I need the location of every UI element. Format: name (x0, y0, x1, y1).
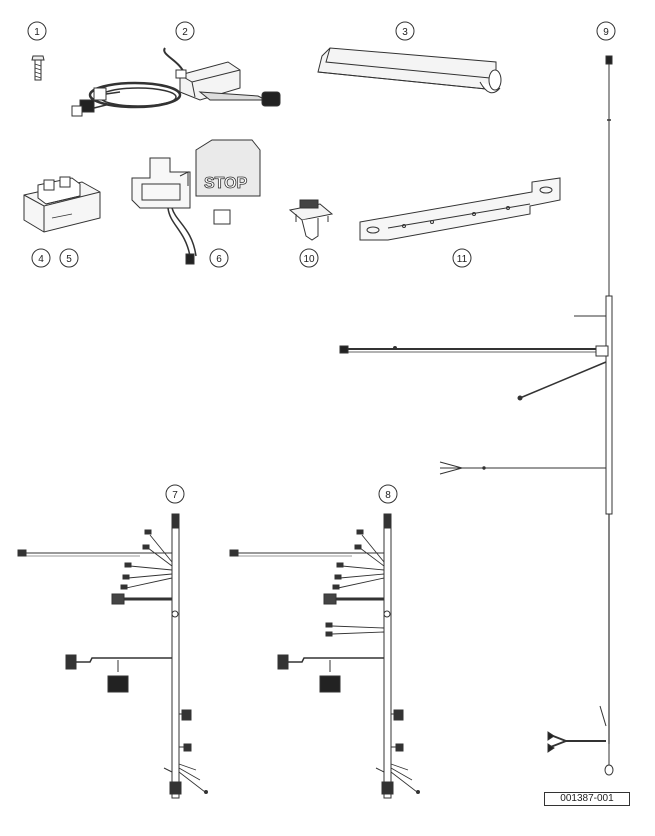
svg-text:11: 11 (457, 254, 468, 265)
figure-reference-number: 001387-001 (544, 792, 630, 806)
callout-7: 7 (165, 484, 185, 504)
svg-text:7: 7 (172, 490, 178, 501)
callout-2: 2 (175, 21, 195, 41)
part-9-harness (339, 55, 614, 776)
part-1-bolt (31, 55, 45, 81)
svg-text:5: 5 (66, 254, 72, 265)
part-11-bracket (359, 177, 561, 241)
svg-text:3: 3 (402, 27, 408, 38)
svg-text:10: 10 (303, 254, 315, 265)
svg-text:8: 8 (385, 490, 391, 501)
callout-8: 8 (378, 484, 398, 504)
part-10-clip (288, 199, 334, 241)
svg-text:1: 1 (34, 27, 40, 38)
stop-decal: STOP (195, 139, 261, 225)
part-2-switch (71, 47, 281, 117)
svg-text:STOP: STOP (204, 175, 248, 192)
svg-text:9: 9 (603, 27, 609, 38)
svg-text:4: 4 (38, 254, 44, 265)
callout-6: 6 (209, 248, 229, 268)
part-4-5-relay (23, 176, 101, 233)
part-3-channel (317, 47, 502, 94)
svg-text:2: 2 (182, 27, 188, 38)
callout-3: 3 (395, 21, 415, 41)
callout-10: 10 (299, 248, 319, 268)
callout-4: 4 (31, 248, 51, 268)
callout-11: 11 (452, 248, 472, 268)
svg-text:6: 6 (216, 254, 222, 265)
part-6-bracket (131, 157, 197, 265)
part-7-harness (17, 513, 208, 799)
callout-5: 5 (59, 248, 79, 268)
callout-9: 9 (596, 21, 616, 41)
callout-1: 1 (27, 21, 47, 41)
part-8-harness (229, 513, 420, 799)
